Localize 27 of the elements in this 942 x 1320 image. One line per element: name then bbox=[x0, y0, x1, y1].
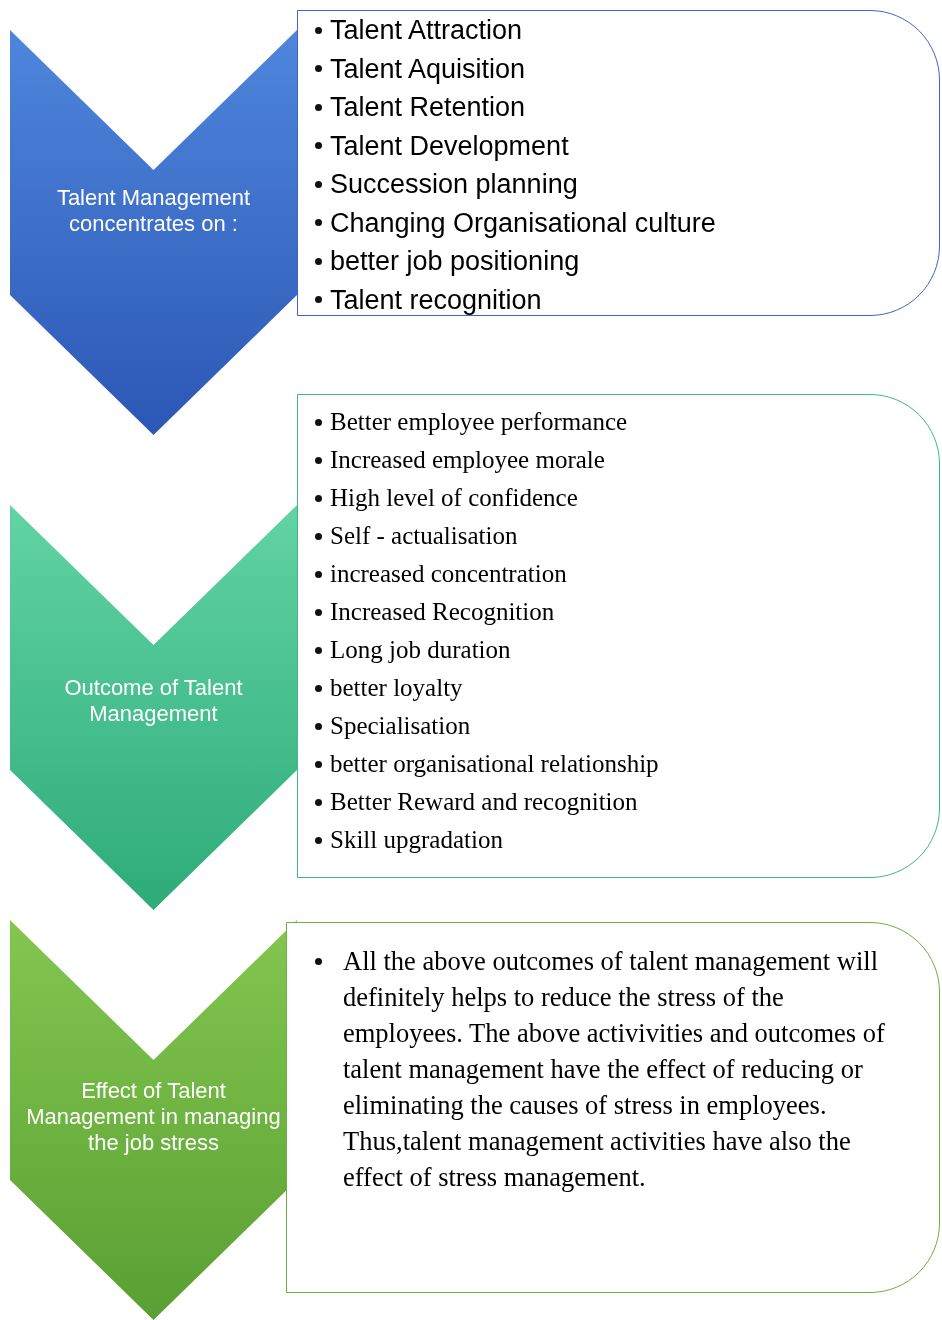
list-item: better loyalty bbox=[330, 674, 463, 701]
chevron-label: Effect of Talent Management in managing the job stress bbox=[25, 1078, 282, 1156]
list-item: Talent recognition bbox=[330, 284, 542, 315]
list-item: Increased employee morale bbox=[330, 446, 605, 473]
list-item: High level of confidence bbox=[330, 484, 578, 511]
list-item: Talent Development bbox=[330, 130, 569, 161]
list-item: increased concentration bbox=[330, 560, 567, 587]
text-box bbox=[286, 922, 940, 1293]
list-item: Changing Organisational culture bbox=[330, 207, 716, 238]
list-item: Self - actualisation bbox=[330, 522, 518, 549]
list-item: Increased Recognition bbox=[330, 598, 555, 625]
list-item: Talent Retention bbox=[330, 92, 526, 122]
list-item: Talent Attraction bbox=[330, 15, 523, 45]
list-item: Better employee performance bbox=[330, 408, 628, 435]
list-item: Succession planning bbox=[330, 169, 578, 199]
list-box bbox=[297, 10, 940, 316]
paragraph: All the above outcomes of talent management will definitely helps to reduce the stress of the employees. The above activivities and outcomes of talent management have the effect of reducing or eliminating the causes of stress in employees. Thus,talent management activities have also the effect of stress management. bbox=[343, 946, 885, 1192]
chevron-label: Talent Management concentrates on : bbox=[55, 185, 252, 237]
list-box bbox=[297, 394, 940, 878]
list-item: Better Reward and recognition bbox=[330, 788, 638, 815]
list-item: Talent Aquisition bbox=[330, 53, 526, 84]
list-item: Specialisation bbox=[330, 712, 471, 739]
list-item: better organisational relationship bbox=[330, 750, 659, 777]
list-item: Skill upgradation bbox=[330, 826, 503, 853]
chevron-label: Outcome of Talent Management bbox=[63, 675, 244, 727]
list-item: better job positioning bbox=[330, 246, 580, 276]
list-item: Long job duration bbox=[330, 636, 511, 663]
